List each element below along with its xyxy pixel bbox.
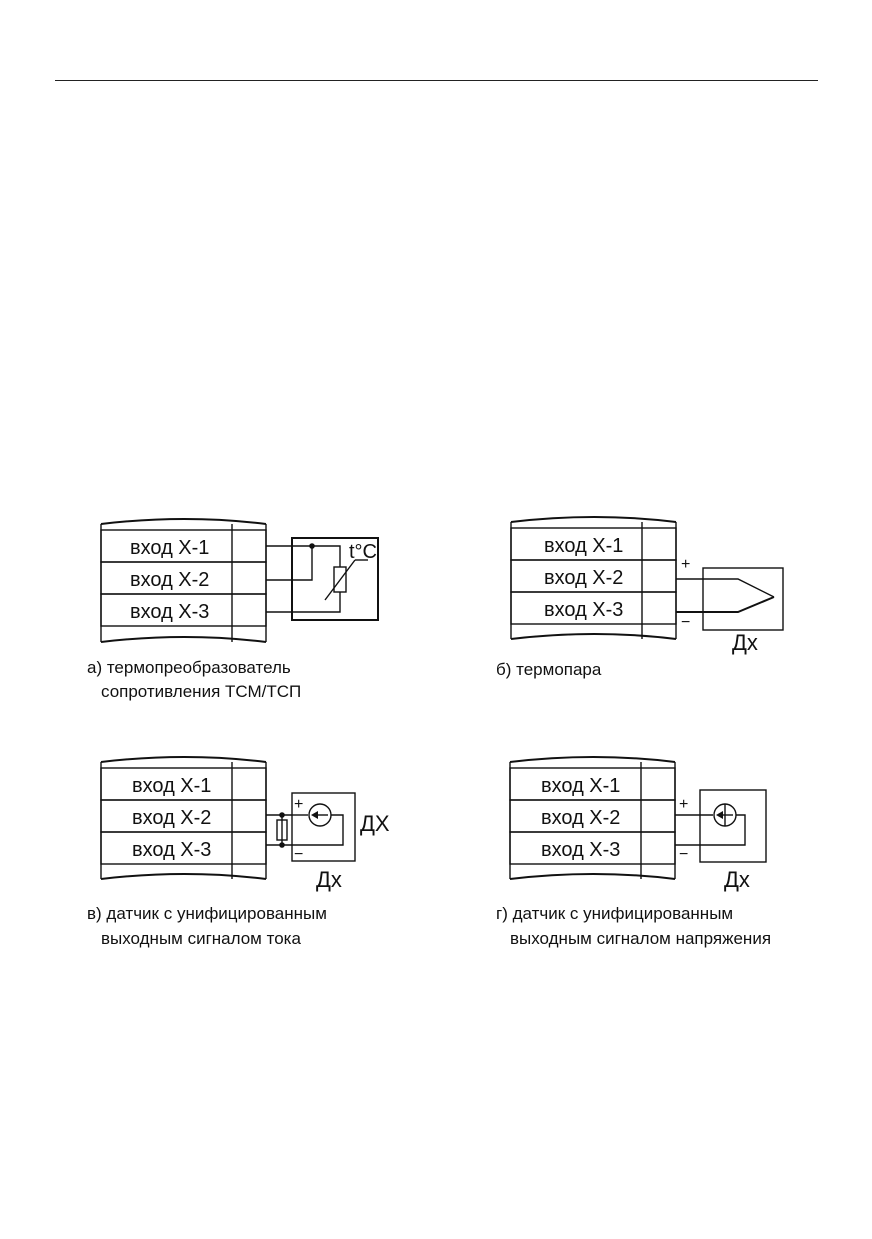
thermistor-icon [333,566,347,593]
top-rule [55,80,818,81]
caption-g-line-2: выходным сигналом напряжения [510,929,771,948]
input-label-1-g: вход Х-1 [541,775,620,797]
input-row-3-b [510,591,677,625]
sensor-tag-v: Дх [316,867,342,892]
temp-unit-label: t°C [349,541,377,563]
plus-sign-g: + [679,796,688,813]
input-label-3-b: вход Х-3 [544,599,623,621]
caption-b-line-1: б) термопара [496,660,602,679]
diagram-v-current-sensor: вход Х-1 вход Х-2 вход Х-3 + − ДХ Дх в) … [87,756,390,948]
input-label-3-v: вход Х-3 [132,839,211,861]
junction-dot [309,543,315,549]
input-label-2-b: вход Х-2 [544,567,623,589]
diagram-g-voltage-sensor: вход Х-1 вход Х-2 вход Х-3 + − Дх г) дат… [496,756,771,948]
plus-sign-v: + [294,796,303,813]
input-label-1-v: вход Х-1 [132,775,211,797]
plus-sign-b: + [681,556,690,573]
input-label-1-a: вход Х-1 [130,537,209,559]
thermocouple-box [702,567,784,631]
sensor-tag-g: Дх [724,867,750,892]
minus-sign-v: − [294,846,303,863]
input-row-3-g [509,831,676,865]
input-label-3-a: вход Х-3 [130,601,209,623]
input-label-1-b: вход Х-1 [544,535,623,557]
shunt-resistor-icon [276,819,288,841]
input-row-3-a [100,593,267,627]
input-label-2-a: вход Х-2 [130,569,209,591]
caption-a-line-2: сопротивления ТСМ/ТСП [101,682,301,701]
diagram-b-thermocouple: вход Х-1 вход Х-2 вход Х-3 + − Дх б) тер… [496,516,784,679]
caption-a-line-1: а) термопреобразователь [87,658,291,677]
caption-g-line-1: г) датчик с унифицированным [496,904,733,923]
input-label-3-g: вход Х-3 [541,839,620,861]
dx-label-v: ДХ [360,811,390,836]
caption-v-line-2: выходным сигналом тока [101,929,301,948]
input-row-3-v [100,831,267,865]
input-label-2-v: вход Х-2 [132,807,211,829]
sensor-tag-b: Дх [732,630,758,655]
terminal-block-bottom-a [100,636,267,643]
minus-sign-g: − [679,846,688,863]
input-label-2-g: вход Х-2 [541,807,620,829]
terminal-block-top-v [100,756,267,763]
voltage-sensor-box [699,789,767,863]
minus-sign-b: − [681,614,690,631]
current-sensor-box [291,792,356,862]
terminal-block-top-b [510,516,677,523]
terminal-block-top-a [100,518,267,525]
diagram-a-rtd: вход Х-1 вход Х-2 вход Х-3 t°C а) термоп… [87,518,379,701]
terminal-block-top-g [509,756,676,763]
caption-v-line-1: в) датчик с унифицированным [87,904,327,923]
rtd-sensor-box [291,537,379,621]
